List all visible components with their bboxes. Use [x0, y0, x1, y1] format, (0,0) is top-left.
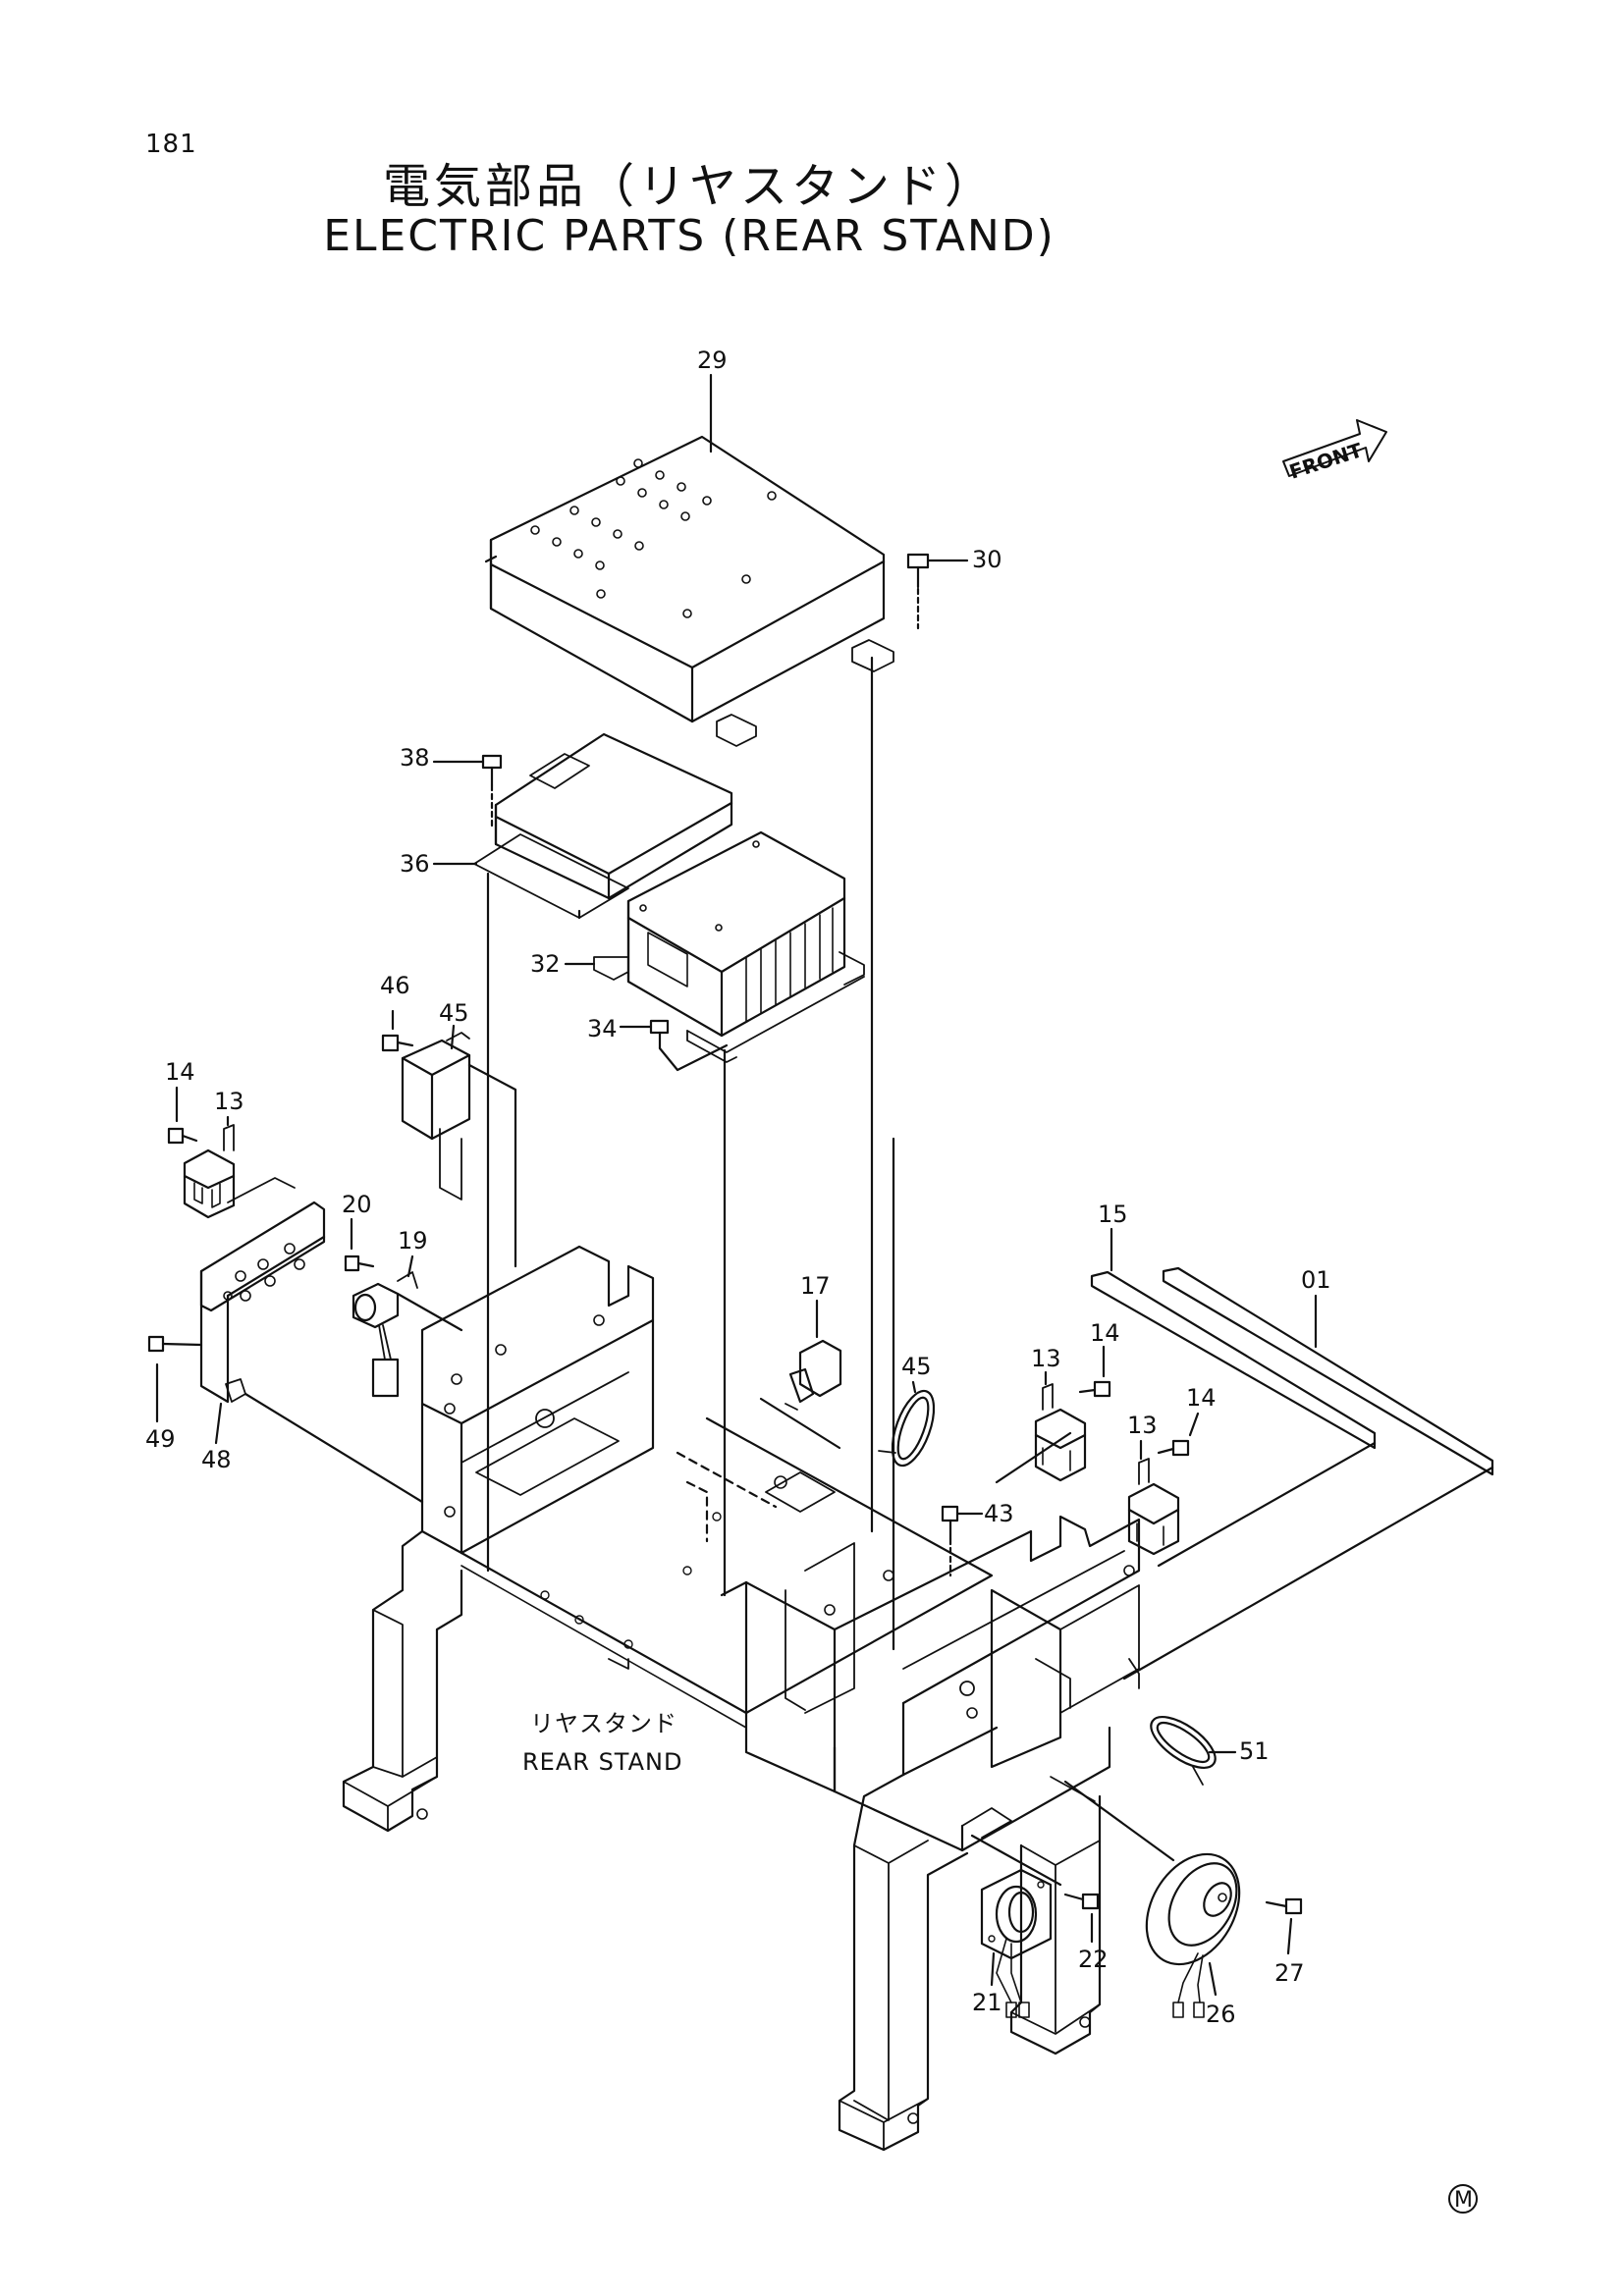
part-36-module: [473, 732, 733, 920]
title-japanese: 電気部品（リヤスタンド）: [382, 159, 996, 214]
callout-45-upper: 45: [439, 999, 469, 1027]
part-21-speed-sensor: [980, 1868, 1053, 2018]
part-13-relay-left: [183, 1124, 236, 1219]
part-30-bolt: [906, 553, 969, 630]
part-48-bracket: [199, 1177, 326, 1404]
part-01-harness: [1162, 1266, 1494, 1476]
callout-13-left: 13: [214, 1088, 244, 1115]
callout-49: 49: [145, 1425, 176, 1453]
part-17-switch: [785, 1339, 842, 1411]
callout-14-middle: 14: [1090, 1319, 1120, 1347]
callout-19: 19: [398, 1227, 428, 1255]
part-45-band-clamp: [878, 1389, 936, 1468]
rear-stand-label-en: REAR STAND: [522, 1748, 682, 1776]
part-27-bolt: [1265, 1897, 1303, 1915]
part-49-bolt: [147, 1335, 203, 1353]
corner-mark-text: M: [1454, 2188, 1473, 2213]
callout-13-middle: 13: [1031, 1345, 1061, 1372]
part-19-sensor: [352, 1271, 418, 1398]
front-label: FRONT: [1286, 438, 1365, 484]
callout-22: 22: [1078, 1946, 1109, 1973]
part-13-relay-right: [1127, 1458, 1180, 1556]
callout-29: 29: [697, 347, 728, 374]
callout-27: 27: [1274, 1959, 1305, 1987]
callout-21: 21: [972, 1989, 1002, 2016]
part-15-cover: [1090, 1270, 1377, 1450]
corner-mark-icon: M: [1448, 2184, 1478, 2214]
callout-17: 17: [800, 1272, 831, 1300]
callout-51: 51: [1239, 1737, 1270, 1765]
rear-stand-frame: [342, 1245, 1141, 2152]
callout-01: 01: [1301, 1266, 1331, 1294]
callout-32: 32: [530, 950, 561, 978]
part-29-controller-box: [484, 435, 894, 747]
callout-36: 36: [400, 850, 430, 878]
callout-38: 38: [400, 744, 430, 772]
part-26-horn: [1145, 1852, 1241, 2018]
part-43-bolt: [941, 1505, 984, 1577]
callout-45-lower: 45: [901, 1353, 932, 1380]
front-arrow-icon: FRONT: [1282, 419, 1387, 484]
callout-34: 34: [587, 1015, 618, 1042]
callout-13-right: 13: [1127, 1412, 1158, 1439]
callout-14-right: 14: [1186, 1384, 1217, 1412]
callout-43: 43: [984, 1500, 1014, 1527]
part-14-bolt-left: [167, 1127, 198, 1145]
callout-30: 30: [972, 546, 1002, 573]
page-number: 181: [145, 130, 197, 159]
callout-14-left: 14: [165, 1058, 195, 1086]
part-51-band-clamp: [1150, 1716, 1217, 1786]
part-22-bolt: [1063, 1893, 1100, 1910]
callout-26: 26: [1206, 2001, 1236, 2028]
part-14-bolt-middle: [1078, 1380, 1111, 1398]
callout-20: 20: [342, 1191, 372, 1218]
part-20-bolt: [344, 1255, 375, 1272]
part-13-relay-middle: [1034, 1383, 1087, 1482]
part-14-bolt-right: [1157, 1439, 1190, 1457]
callout-46: 46: [380, 972, 410, 999]
callout-48: 48: [201, 1446, 232, 1473]
callout-15: 15: [1098, 1201, 1128, 1228]
title-english: ELECTRIC PARTS (REAR STAND): [323, 211, 1056, 261]
part-45-relay-bracket: [401, 1032, 471, 1201]
part-38-bolt: [432, 754, 503, 831]
part-46-bolt: [381, 1009, 414, 1052]
part-34-bolt: [619, 1019, 729, 1072]
rear-stand-label-jp: リヤスタンド: [530, 1710, 677, 1737]
part-32-controller-unit: [593, 830, 865, 1063]
